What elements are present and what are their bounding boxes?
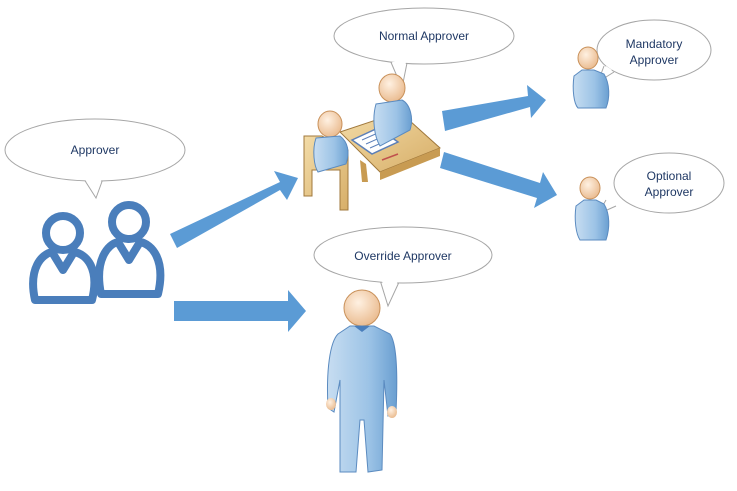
normal-approver-speech-bubble — [333, 7, 515, 90]
mandatory-approver-person-icon — [572, 46, 610, 109]
mandatory-approver-label-line1: Mandatory — [625, 37, 683, 51]
mandatory-approver-label-line2: Approver — [629, 53, 679, 67]
arrow-to-normal-approver — [170, 171, 298, 248]
approver-speech-bubble — [4, 118, 186, 200]
override-approver-speech-bubble — [313, 226, 493, 308]
optional-approver-person-icon — [574, 176, 610, 241]
approver-label: Approver — [70, 143, 120, 157]
desk-scene-icon — [303, 73, 441, 211]
override-approver-label: Override Approver — [354, 249, 452, 263]
arrow-to-optional-approver — [440, 152, 557, 208]
optional-approver-label-line2: Approver — [644, 185, 694, 199]
flow-arrows — [170, 85, 557, 332]
arrow-to-mandatory-approver — [442, 85, 546, 131]
override-approver-person-icon — [326, 289, 398, 473]
approver-group-icon — [29, 201, 165, 304]
normal-approver-label: Normal Approver — [378, 29, 470, 43]
arrow-to-override-approver — [174, 290, 306, 332]
optional-approver-label-line1: Optional — [646, 169, 692, 183]
